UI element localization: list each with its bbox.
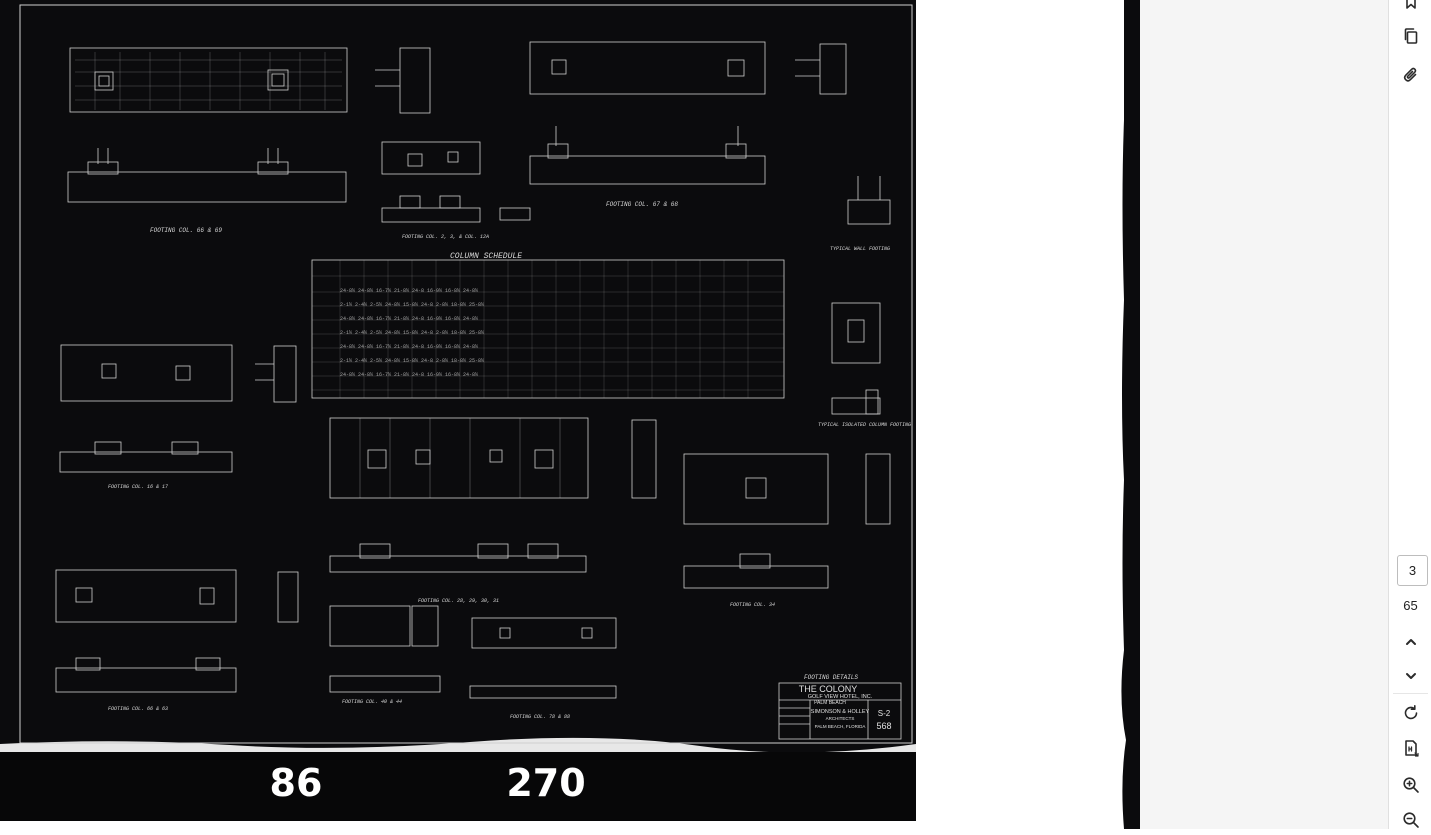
bookmark-icon bbox=[1406, 0, 1416, 9]
label-footing-2: FOOTING COL. 67 & 68 bbox=[606, 201, 678, 208]
zoom-in-button[interactable] bbox=[1395, 770, 1427, 800]
zoom-in-icon bbox=[1403, 777, 1419, 793]
title-block-location: PALM BEACH bbox=[814, 700, 846, 706]
title-block-architect-city: PALM BEACH, FLORIDA bbox=[815, 724, 866, 729]
title-block-project: THE COLONY bbox=[799, 684, 858, 694]
svg-text:24-8½ 24-8½ 16-7½ 21-8½ 24-8 1: 24-8½ 24-8½ 16-7½ 21-8½ 24-8 16-9½ 16-8½… bbox=[340, 344, 478, 350]
label-footing-1: FOOTING COL. 66 & 69 bbox=[150, 227, 222, 234]
film-number-right: 270 bbox=[506, 761, 585, 805]
pdf-page-next bbox=[1112, 0, 1388, 829]
pdf-page-current: 24-8½ 24-8½ 16-7½ 21-8½ 24-8 16-9½ 16-8½… bbox=[0, 0, 916, 821]
document-viewport[interactable]: 24-8½ 24-8½ 16-7½ 21-8½ 24-8 16-9½ 16-8½… bbox=[0, 0, 1388, 829]
blueprint-scan: 24-8½ 24-8½ 16-7½ 21-8½ 24-8 16-9½ 16-8½… bbox=[0, 0, 916, 821]
previous-page-button[interactable] bbox=[1395, 627, 1427, 657]
film-number-left: 86 bbox=[270, 761, 323, 805]
chevron-up-icon bbox=[1406, 639, 1416, 645]
title-block-architect: SIMONSON & HOLLEY bbox=[811, 709, 870, 715]
next-page-button[interactable] bbox=[1395, 661, 1427, 691]
label-footing-7: FOOTING COL. 28, 29, 30, 31 bbox=[418, 598, 499, 604]
attachment-button[interactable] bbox=[1395, 60, 1427, 90]
next-page-scan-edge bbox=[1112, 0, 1140, 829]
title-block-project-line2: GOLF VIEW HOTEL, INC. bbox=[808, 694, 873, 700]
label-footing-9: FOOTING COL. 40 & 44 bbox=[342, 699, 402, 705]
title-block-job-number: 568 bbox=[876, 721, 891, 731]
copy-button[interactable] bbox=[1395, 21, 1427, 51]
rotate-button[interactable] bbox=[1395, 698, 1427, 728]
zoom-out-button[interactable] bbox=[1395, 805, 1427, 835]
label-footing-3: FOOTING COL. 2, 3, & COL. 12A bbox=[402, 234, 489, 240]
paperclip-icon bbox=[1403, 67, 1417, 82]
page-number-input[interactable] bbox=[1397, 555, 1428, 586]
page-total-count: 65 bbox=[1403, 598, 1418, 613]
chevron-down-icon bbox=[1406, 673, 1416, 679]
sheet-title: FOOTING DETAILS bbox=[804, 674, 858, 681]
svg-text:24-8½ 24-8½ 16-7½ 21-8½ 24-8 1: 24-8½ 24-8½ 16-7½ 21-8½ 24-8 16-9½ 16-8½… bbox=[340, 372, 478, 378]
label-footing-6: FOOTING COL. 16 & 17 bbox=[108, 484, 168, 490]
svg-text:24-8½ 24-8½ 16-7½ 21-8½ 24-8 1: 24-8½ 24-8½ 16-7½ 21-8½ 24-8 16-9½ 16-8½… bbox=[340, 288, 478, 294]
svg-text:24-8½ 24-8½ 16-7½ 21-8½ 24-8 1: 24-8½ 24-8½ 16-7½ 21-8½ 24-8 16-9½ 16-8½… bbox=[340, 316, 478, 322]
zoom-out-icon bbox=[1403, 812, 1419, 828]
rotate-icon bbox=[1404, 705, 1418, 720]
title-block-architect-role: ARCHITECTS bbox=[826, 716, 855, 721]
fit-page-icon bbox=[1405, 740, 1419, 757]
svg-text:2-1½ 2-4½ 2-5½ 24-8½ 15-8½ 24-: 2-1½ 2-4½ 2-5½ 24-8½ 15-8½ 24-8 2-8½ 18-… bbox=[340, 358, 484, 364]
title-block-sheet-number: S-2 bbox=[878, 709, 891, 718]
bookmark-button[interactable] bbox=[1395, 0, 1427, 16]
schedule-title: COLUMN SCHEDULE bbox=[450, 252, 522, 261]
label-footing-10: FOOTING COL. 66 & 63 bbox=[108, 706, 168, 712]
label-footing-8: FOOTING COL. 34 bbox=[730, 602, 775, 608]
viewer-toolbar: 65 bbox=[1388, 0, 1431, 829]
copy-icon bbox=[1404, 28, 1418, 44]
label-footing-11: FOOTING COL. 78 & 88 bbox=[510, 714, 570, 720]
toolbar-divider bbox=[1393, 693, 1428, 694]
label-footing-4: TYPICAL WALL FOOTING bbox=[830, 246, 890, 252]
svg-text:2-1½ 2-4½ 2-5½ 24-8½ 15-8½ 24-: 2-1½ 2-4½ 2-5½ 24-8½ 15-8½ 24-8 2-8½ 18-… bbox=[340, 330, 484, 336]
svg-text:2-1½ 2-4½ 2-5½ 24-8½ 15-8½ 24-: 2-1½ 2-4½ 2-5½ 24-8½ 15-8½ 24-8 2-8½ 18-… bbox=[340, 302, 484, 308]
fit-page-button[interactable] bbox=[1395, 733, 1427, 763]
label-footing-5: TYPICAL ISOLATED COLUMN FOOTING bbox=[818, 422, 911, 428]
